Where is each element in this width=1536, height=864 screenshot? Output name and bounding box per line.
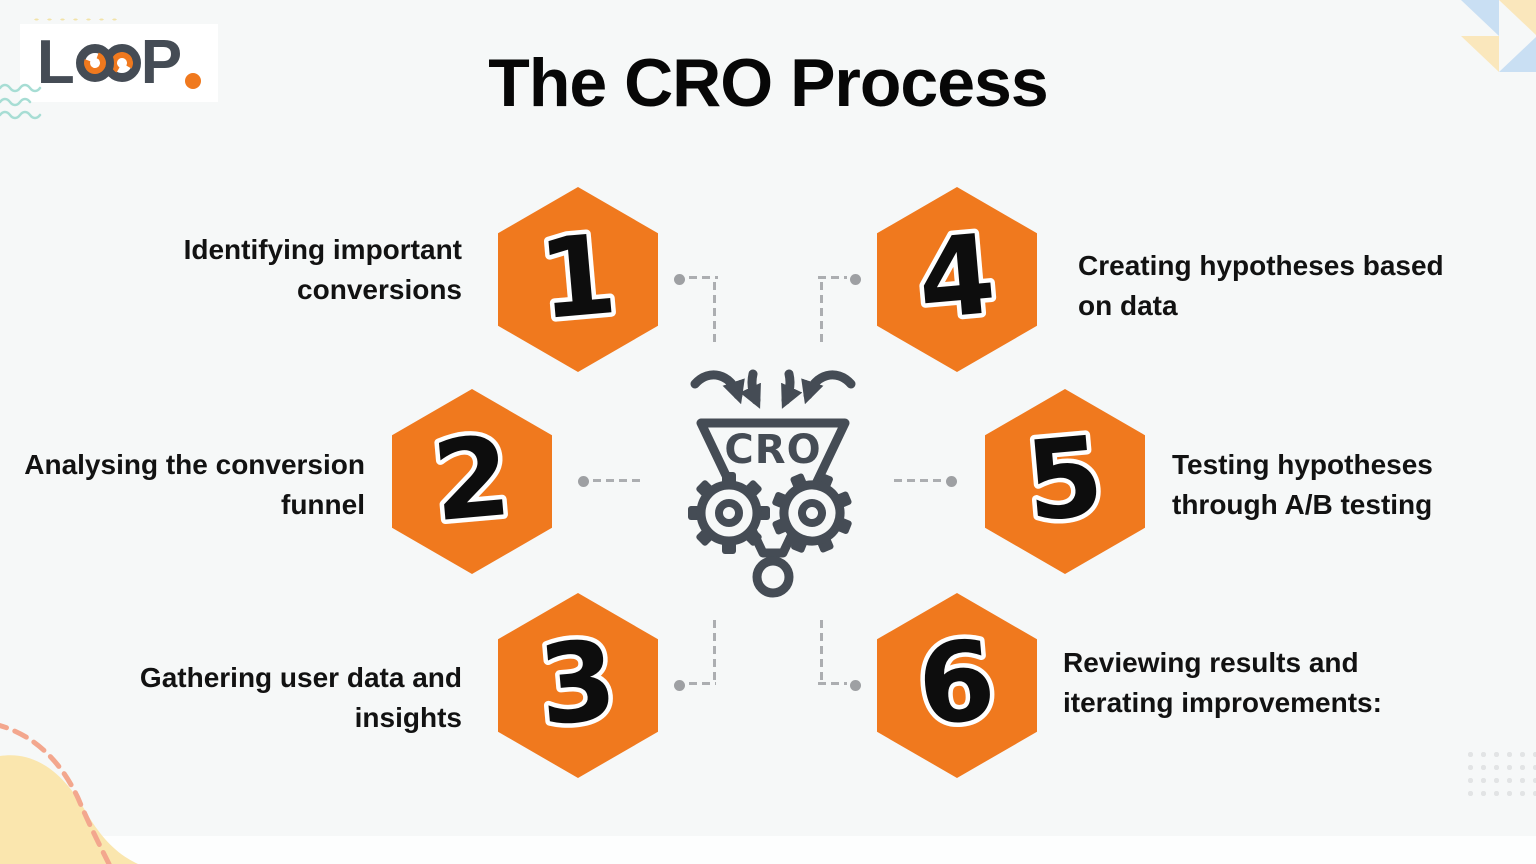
logo-o-orange-arc — [80, 48, 110, 78]
step-6-hexagon: 6 — [877, 593, 1037, 778]
step-6-label: Reviewing results and iterating improvem… — [1063, 643, 1473, 723]
step-3-number: 3 — [534, 616, 621, 750]
step-4-number: 4 — [913, 210, 1000, 344]
cro-funnel-icon: CRO — [683, 369, 863, 598]
step-1-label: Identifying important conversions — [122, 230, 462, 310]
triangle-decoration — [1461, 0, 1536, 72]
step-4-label-line1: Creating hypotheses based — [1078, 250, 1444, 281]
loop-logo-word: L P — [36, 28, 202, 97]
connector-3-line — [713, 620, 716, 681]
corner-blob-decoration — [0, 723, 138, 864]
step-1-number: 1 — [534, 210, 621, 344]
connector-3-line — [689, 682, 716, 685]
logo-o-ring-icon — [75, 44, 114, 82]
connector-2-dot — [578, 476, 589, 487]
logo-letter-p: P — [140, 28, 182, 97]
step-5-hexagon: 5 — [985, 389, 1145, 574]
dot-grid-decoration — [1464, 748, 1536, 800]
connector-1-line — [689, 276, 718, 279]
funnel-cro-label: CRO — [724, 427, 821, 473]
dashed-curve-decoration — [0, 723, 112, 864]
triangle-blue — [1499, 36, 1536, 72]
triangle-cream — [1461, 36, 1499, 72]
connector-4-dot — [850, 274, 861, 285]
step-1-label-line2: conversions — [297, 274, 462, 305]
connector-4-line — [820, 282, 823, 345]
step-6-number: 6 — [913, 616, 1000, 750]
step-4-hexagon: 4 — [877, 187, 1037, 372]
triangle-blue — [1461, 0, 1499, 36]
connector-1-line — [713, 282, 716, 345]
step-5-number: 5 — [1021, 412, 1108, 546]
step-3-label: Gathering user data and insights — [122, 658, 462, 738]
step-4-label: Creating hypotheses based on data — [1078, 246, 1498, 326]
connector-5-line — [894, 479, 943, 482]
connector-6-line — [820, 620, 823, 681]
step-2-number: 2 — [428, 412, 515, 546]
gear-icon — [688, 472, 770, 554]
step-2-hexagon: 2 — [392, 389, 552, 574]
connector-3-dot — [674, 680, 685, 691]
teal-waves-decoration — [0, 83, 42, 120]
step-6-label-line2: iterating improvements: — [1063, 687, 1382, 718]
connector-6-dot — [850, 680, 861, 691]
connector-2-line — [593, 479, 642, 482]
logo-letter-l: L — [36, 28, 75, 97]
loop-logo: L P — [20, 24, 218, 102]
step-4-label-line2: on data — [1078, 290, 1178, 321]
step-3-label-line2: insights — [354, 702, 462, 733]
step-1-hexagon: 1 — [498, 187, 658, 372]
connector-5-dot — [946, 476, 957, 487]
connector-1-dot — [674, 274, 685, 285]
step-3-hexagon: 3 — [498, 593, 658, 778]
step-5-label-line1: Testing hypotheses — [1172, 449, 1433, 480]
bottom-strip-decoration — [0, 836, 1536, 864]
step-2-label-line1: Analysing the conversion — [24, 449, 365, 480]
step-1-label-line1: Identifying important — [183, 234, 462, 265]
logo-period-dot — [185, 73, 202, 89]
funnel-drop-circle — [752, 556, 794, 598]
connector-4-line — [818, 276, 847, 279]
connector-6-line — [818, 682, 847, 685]
step-3-label-line1: Gathering user data and — [139, 662, 462, 693]
incoming-arrows-icon — [690, 369, 856, 409]
step-5-label: Testing hypotheses through A/B testing — [1172, 445, 1502, 525]
step-2-label: Analysing the conversion funnel — [15, 445, 365, 525]
step-2-label-line2: funnel — [281, 489, 365, 520]
yellow-dots-decoration — [30, 17, 122, 22]
page-title: The CRO Process — [488, 45, 1048, 121]
step-6-label-line1: Reviewing results and — [1063, 647, 1359, 678]
step-5-label-line2: through A/B testing — [1172, 489, 1433, 520]
triangle-cream — [1499, 0, 1536, 36]
